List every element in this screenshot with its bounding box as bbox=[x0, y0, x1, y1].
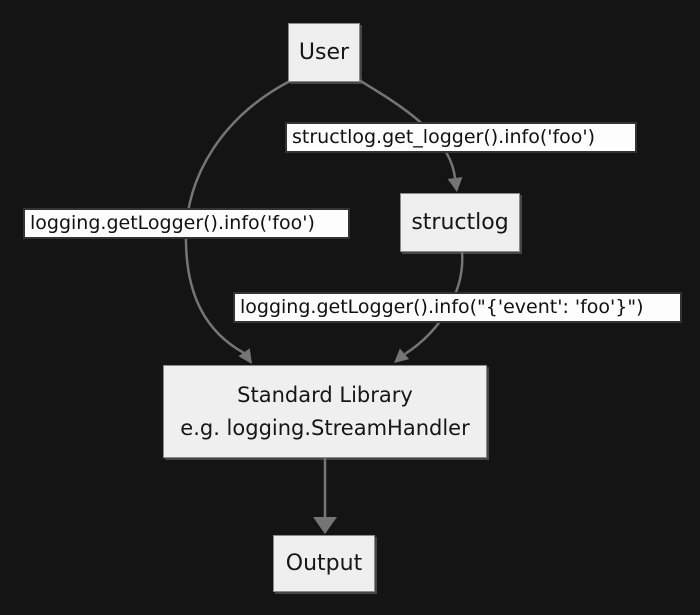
edge-label-structlog-to-standard-library: logging.getLogger().info("{'event': 'foo… bbox=[233, 292, 682, 323]
arrowhead-structlog-to-standard-library bbox=[394, 348, 410, 363]
node-standard-library-line1: Standard Library bbox=[237, 383, 413, 407]
arrowhead-user-to-standard-library bbox=[238, 348, 252, 364]
edge-label-user-to-standard-library: logging.getLogger().info('foo') bbox=[23, 208, 350, 239]
edge-label-user-to-structlog: structlog.get_logger().info('foo') bbox=[285, 122, 637, 153]
node-output-label: Output bbox=[285, 551, 363, 576]
arrowhead-user-to-structlog bbox=[447, 177, 463, 192]
node-standard-library-line2: e.g. logging.StreamHandler bbox=[180, 416, 470, 440]
node-user-label: User bbox=[298, 40, 350, 65]
arrowhead-standard-library-to-output bbox=[313, 517, 337, 534]
node-output: Output bbox=[273, 535, 375, 592]
node-standard-library: Standard Library e.g. logging.StreamHand… bbox=[163, 365, 487, 458]
node-user: User bbox=[288, 23, 360, 82]
node-structlog-label: structlog bbox=[411, 210, 509, 235]
node-structlog: structlog bbox=[400, 193, 520, 252]
